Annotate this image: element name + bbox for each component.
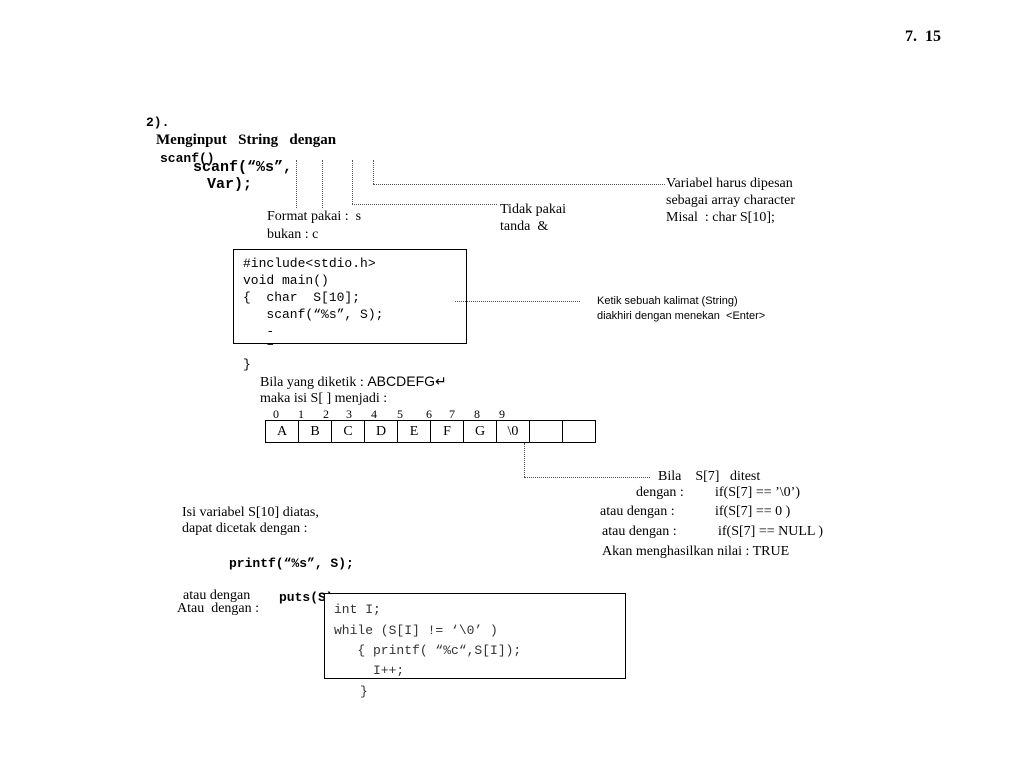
code1-line: -: [243, 324, 275, 339]
variable-pointer-vertical: [373, 160, 374, 184]
code2-line: I++;: [334, 663, 405, 678]
array-cell: [529, 420, 563, 443]
input-example-value: ABCDEFG↵: [367, 373, 447, 389]
array-index: 2: [323, 407, 329, 421]
heading-number: 2).: [146, 115, 170, 130]
ampersand-note-line2: tanda &: [500, 219, 549, 234]
array-index: 0: [273, 407, 279, 421]
enter-note-line1: Ketik sebuah kalimat (String): [597, 295, 738, 307]
print-note-line1: Isi variabel S[10] diatas,: [182, 505, 319, 520]
enter-note-line2: diakhiri dengan menekan <Enter>: [597, 310, 766, 322]
ampersand-note-line1: Tidak pakai: [500, 202, 566, 217]
array-index: 6: [426, 407, 432, 421]
alt2-print-label: Atau dengan :: [177, 601, 260, 616]
null-pointer-vertical: [524, 443, 525, 477]
array-index: 1: [298, 407, 304, 421]
syntax-format: scanf(“%s”,: [193, 159, 293, 176]
test-note-line5: Akan menghasilkan nilai : TRUE: [602, 544, 790, 559]
array-index: 4: [371, 407, 377, 421]
print-note-line2: dapat dicetak dengan :: [182, 521, 308, 536]
test-note-line1: Bila S[7] ditest: [658, 469, 761, 484]
array-cell: G: [463, 420, 497, 443]
array-cells: A B C D E F G \0: [265, 420, 596, 443]
heading-func: scanf(): [160, 151, 215, 166]
code-box-scanf: [233, 249, 467, 344]
array-index: 3: [346, 407, 352, 421]
format-note-line1: Format pakai : s: [267, 209, 362, 224]
code1-line: –: [243, 337, 275, 352]
array-cell: [562, 420, 596, 443]
variable-pointer-horizontal: [373, 184, 665, 185]
test-note-line4-label: atau dengan :: [602, 524, 677, 539]
test-note-line4-value: if(S[7] == NULL ): [718, 524, 824, 539]
input-example-label: Bila yang diketik :: [260, 375, 364, 390]
code1-line: scanf(“%s”, S);: [243, 307, 384, 322]
input-example-line2: maka isi S[ ] menjadi :: [260, 391, 388, 406]
code1-closing-brace: }: [243, 357, 251, 372]
array-index: 7: [449, 407, 455, 421]
input-example-line1: Bila yang diketik : ABCDEFG↵: [260, 373, 447, 391]
code2-line: int I;: [334, 602, 381, 617]
null-pointer-horizontal: [524, 477, 650, 478]
array-index: 5: [397, 407, 403, 421]
alt-print-label: atau dengan: [183, 588, 251, 603]
variable-note-line1: Variabel harus dipesan: [666, 176, 793, 191]
code-box-loop: [324, 593, 626, 679]
code2-closing-brace: }: [360, 684, 368, 699]
format-pointer-line: [296, 160, 297, 208]
code1-line: void main(): [243, 273, 329, 288]
ampersand-pointer-vertical: [352, 160, 353, 204]
array-cell: D: [364, 420, 398, 443]
test-note-line2-value: if(S[7] == ’\0’): [715, 485, 800, 500]
printf-code: printf(“%s”, S);: [229, 556, 354, 571]
format-note-line2: bukan : c: [267, 227, 319, 242]
array-cell: \0: [496, 420, 530, 443]
variable-note-line3: Misal : char S[10];: [666, 210, 775, 225]
heading-text: Menginput String dengan: [156, 132, 337, 148]
array-index: 8: [474, 407, 480, 421]
code2-line: while (S[I] != ‘\0’ ): [334, 623, 498, 638]
section-heading: 2). Menginput String dengan scanf(): [138, 95, 336, 167]
variable-note-line2: sebagai array character: [666, 193, 796, 208]
code1-line: { char S[10];: [243, 290, 361, 305]
enter-pointer-line: [455, 301, 580, 302]
ampersand-pointer-horizontal: [352, 204, 497, 205]
page-number: 7. 15: [905, 28, 941, 45]
test-note-line3-value: if(S[7] == 0 ): [715, 504, 791, 519]
test-note-line2-label: dengan :: [636, 485, 684, 500]
array-index: 9: [499, 407, 505, 421]
array-cell: B: [298, 420, 332, 443]
syntax-var: Var);: [207, 176, 253, 193]
array-cell: C: [331, 420, 365, 443]
code2-line: { printf( “%c“,S[I]);: [334, 643, 522, 658]
array-cell: E: [397, 420, 431, 443]
test-note-line3-label: atau dengan :: [600, 504, 675, 519]
array-cell: A: [265, 420, 299, 443]
scanf-syntax: scanf(“%s”, Var);: [175, 142, 292, 193]
format-pointer-line-2: [322, 160, 323, 208]
array-cell: F: [430, 420, 464, 443]
code1-line: #include<stdio.h>: [243, 256, 376, 271]
